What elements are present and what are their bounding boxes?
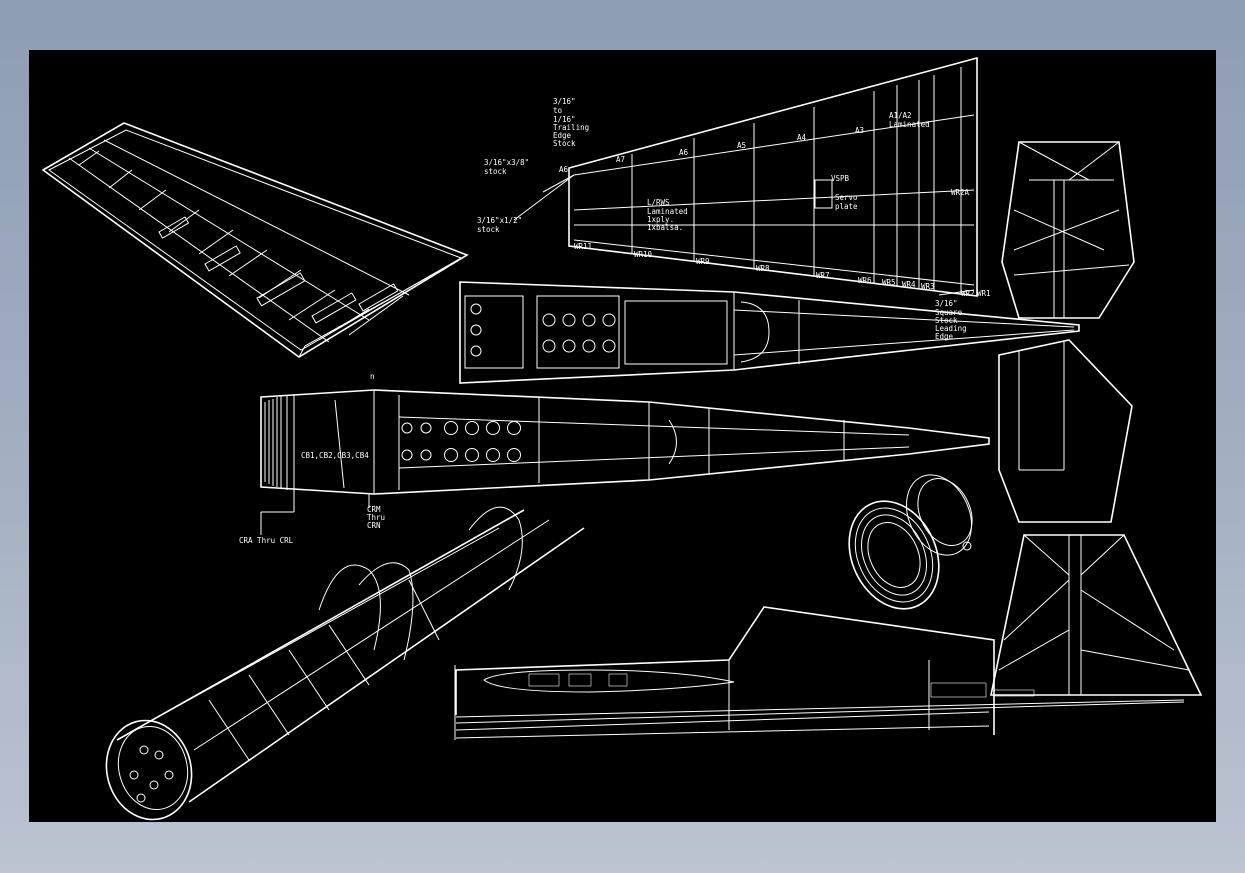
leading-edge-note-3: Leading — [935, 324, 967, 333]
cowl-former-label: CB1,CB2,CB3,CB4 — [301, 451, 369, 460]
horizontal-stabilizer — [998, 339, 1133, 523]
rib-label-top-4: A3 — [855, 126, 864, 135]
stock-a-line-1: stock — [484, 167, 507, 176]
crm-label-2: CRN — [367, 521, 381, 530]
stock-b-line-1: stock — [477, 225, 500, 234]
wing-isometric-view — [41, 122, 469, 358]
servo-note-0: Servo — [835, 193, 858, 202]
vertical-fin-top — [1001, 141, 1135, 319]
servo-note-1: plate — [835, 202, 858, 211]
rib-label-bottom-2: WR9 — [696, 257, 710, 266]
leading-edge-note-4: Edge — [935, 332, 954, 341]
trailing-edge-note-2: 1/16" — [553, 115, 576, 124]
rib-label-bottom-9: WR2 — [961, 289, 975, 298]
rib-label-bottom-8: WR3 — [921, 282, 935, 291]
crm-label-0: CRM — [367, 505, 381, 514]
vertical-fin-bottom — [990, 534, 1203, 696]
cra-label: CRA Thru CRL — [239, 536, 294, 545]
n-mark: n — [370, 372, 375, 381]
rib-label-bottom-6: WR5 — [882, 278, 896, 287]
a1a2-note-1: Laminated — [889, 120, 930, 129]
wing-plan-view — [513, 56, 978, 297]
laminated-note-1: Laminated — [647, 207, 688, 216]
fuselage-isometric-view — [105, 506, 585, 821]
rib-label-top-2: A5 — [737, 141, 746, 150]
cad-drawing-canvas[interactable]: 3/16" to 1/16" Trailing Edge Stock 3/16"… — [29, 50, 1216, 822]
rib-label-bottom-1: WR10 — [634, 250, 653, 259]
fuselage-side-view — [260, 389, 990, 535]
stock-b-line-0: 3/16"x1/2" — [477, 216, 522, 225]
stock-a-line-0: 3/16"x3/8" — [484, 158, 529, 167]
trailing-edge-note-5: Stock — [553, 139, 576, 148]
rib-label-bottom-0: WR11 — [574, 242, 592, 251]
rib-label-top-1: A6 — [679, 148, 689, 157]
rib-label-top-3: A4 — [797, 133, 807, 142]
laminated-note-0: L/RWS — [647, 198, 670, 207]
crm-label-1: Thru — [367, 513, 385, 522]
trailing-edge-note-1: to — [553, 106, 563, 115]
airplane-blueprint: 3/16" to 1/16" Trailing Edge Stock 3/16"… — [41, 56, 1203, 821]
fuselage-top-view — [459, 281, 1080, 384]
wheel-isometric — [848, 474, 973, 610]
rib-label-bottom-4: WR7 — [816, 271, 830, 280]
rib-label-top-0: A7 — [616, 155, 625, 164]
fuselage-lower-side-view — [454, 606, 1185, 740]
vspb-label: VSPB — [831, 174, 850, 183]
rib-label-bottom-5: WR6 — [858, 276, 872, 285]
trailing-edge-note-4: Edge — [553, 131, 572, 140]
laminated-note-3: 1xbalsa. — [647, 223, 683, 232]
rib-label-top-5: A6 — [559, 165, 569, 174]
a1a2-note-0: A1/A2 — [889, 111, 912, 120]
leading-edge-note-0: 3/16" — [935, 299, 958, 308]
trailing-edge-note-0: 3/16" — [553, 97, 576, 106]
trailing-edge-note-3: Trailing — [553, 123, 589, 132]
rib-label-bottom-3: WR8 — [756, 264, 770, 273]
rib-label-bottom-10: WR1 — [977, 289, 991, 298]
rib-label-bottom-11: WR2A — [951, 188, 970, 197]
laminated-note-2: 1xply. — [647, 215, 674, 224]
rib-label-bottom-7: WR4 — [902, 280, 916, 289]
